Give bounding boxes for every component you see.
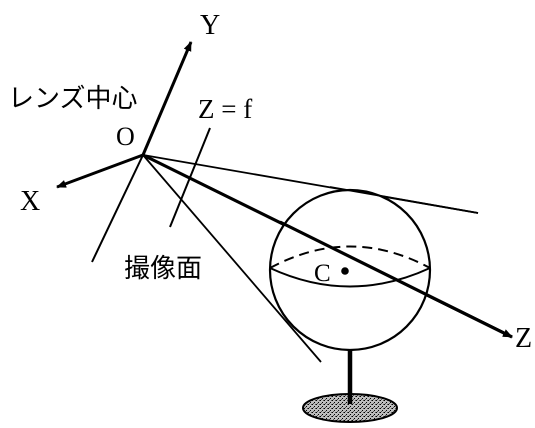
x-axis-label: X (20, 186, 40, 217)
y-axis-lower-line (91, 154, 144, 263)
sphere (268, 188, 432, 352)
sphere-center-label: C (314, 260, 331, 287)
sphere-equator-back (269, 245, 431, 269)
upper-tangent-over-sphere (329, 186, 479, 214)
sphere-equator-front (269, 267, 431, 288)
z-axis-label: Z (515, 323, 532, 354)
lens-center-label: レンズ中心 (8, 84, 137, 114)
z-axis-over-sphere (279, 220, 513, 339)
x-axis-line (56, 153, 144, 189)
y-axis-line (141, 41, 193, 156)
image-plane-line (169, 127, 211, 228)
image-plane-label: 撮像面 (124, 254, 202, 284)
origin-label: O (116, 122, 135, 151)
lower-tangent-line (142, 154, 322, 363)
y-axis-label: Y (200, 10, 220, 41)
sphere-center-point (341, 267, 349, 275)
focal-plane-label: Z = f (198, 94, 252, 124)
